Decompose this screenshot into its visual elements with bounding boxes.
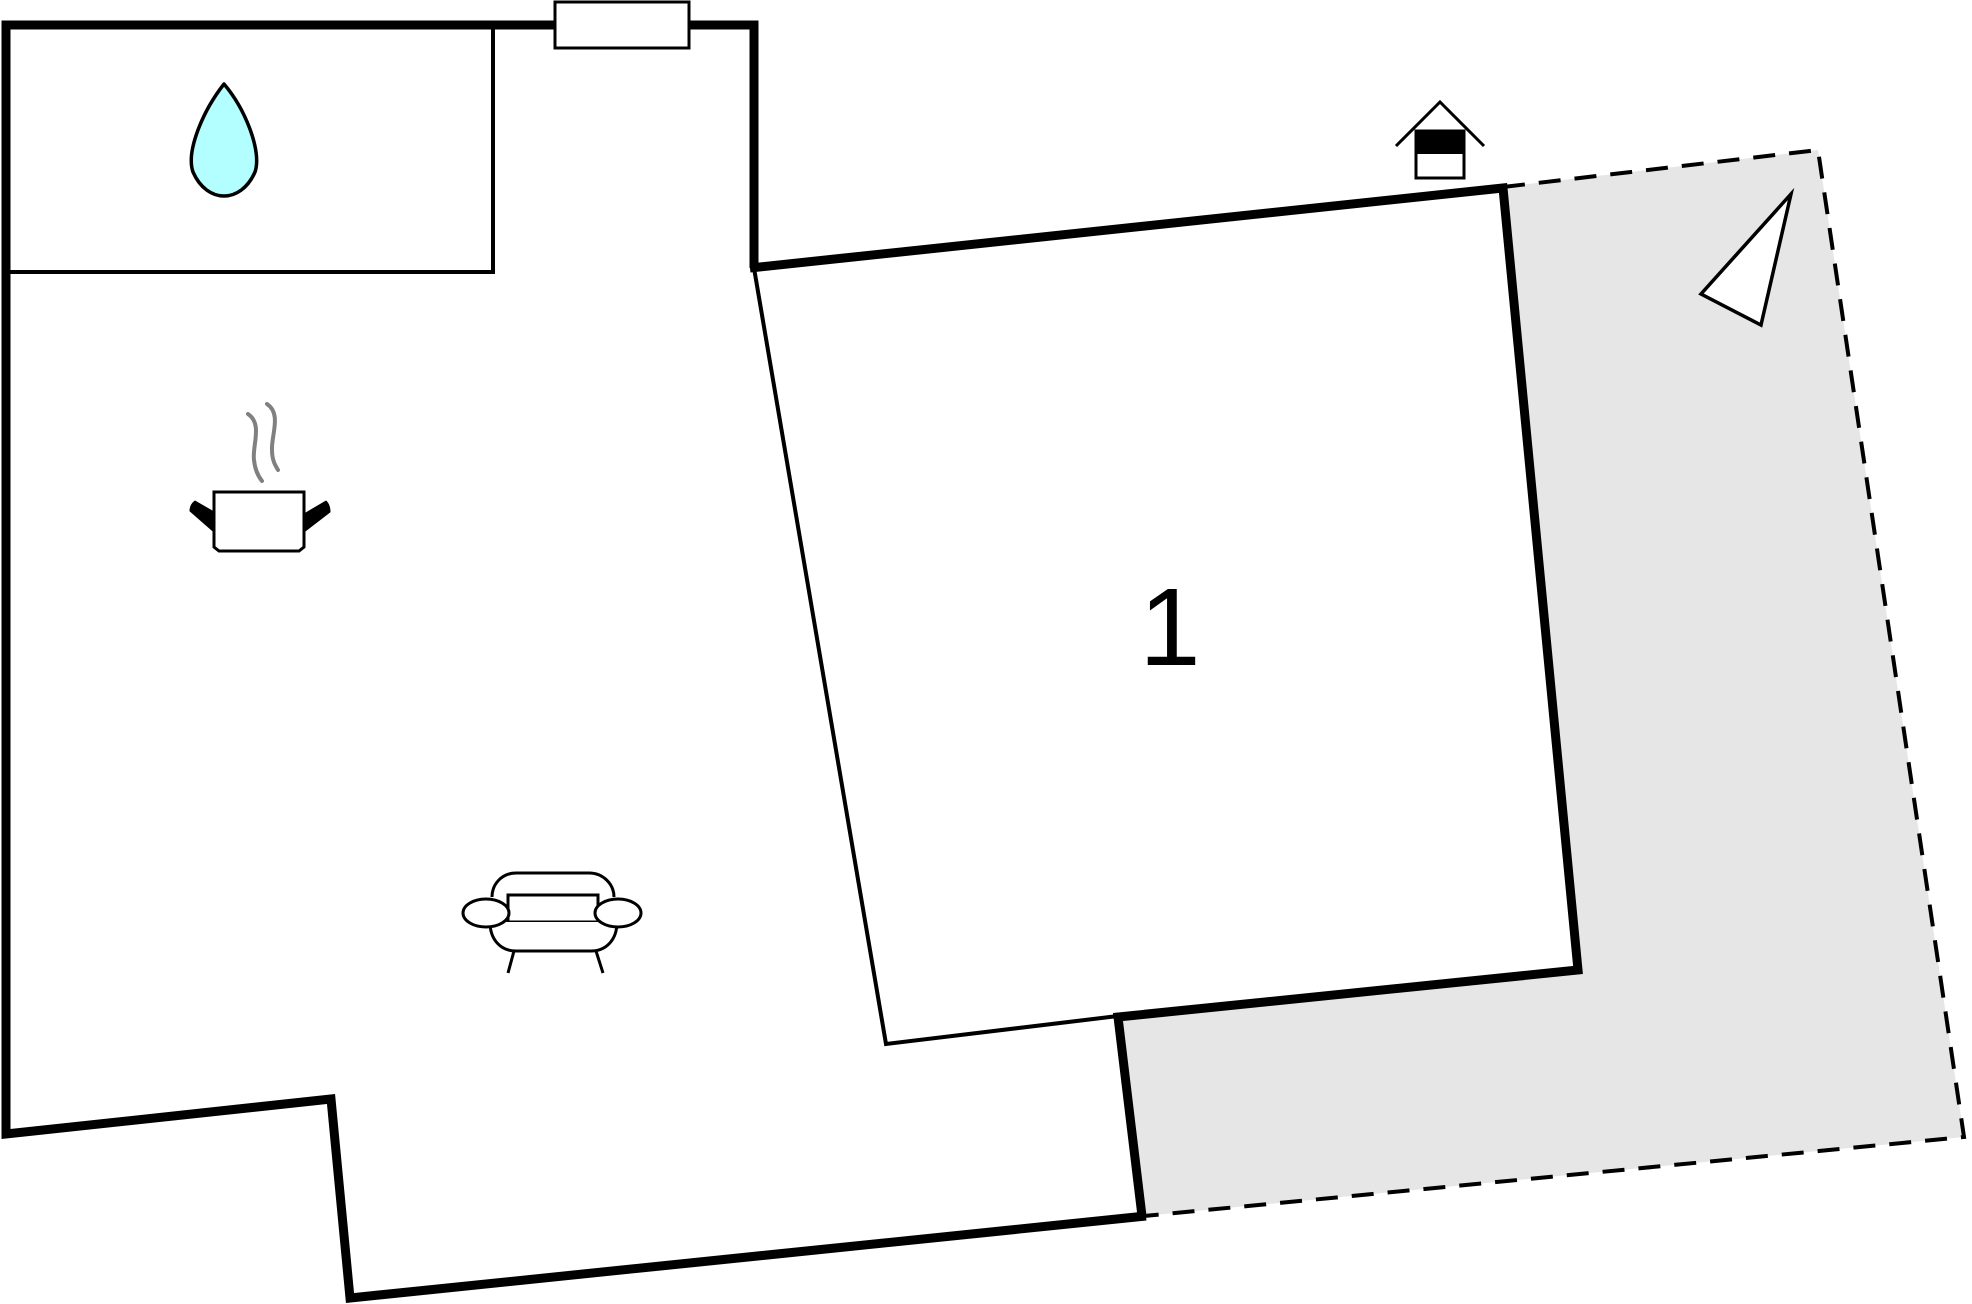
water-drop-icon	[189, 82, 259, 198]
room-1-walls	[749, 183, 1583, 1217]
terrace-fill	[1118, 150, 1964, 1216]
north-arrow-icon	[1698, 187, 1795, 328]
terrace	[1118, 147, 1967, 1218]
window	[553, 0, 691, 50]
sofa-icon	[461, 871, 643, 974]
bathroom-wall	[6, 25, 495, 274]
main-living-area	[1, 20, 1147, 1303]
entrance-icon	[1394, 99, 1486, 180]
terrace-dashed-border	[1143, 147, 1967, 1218]
cooking-pot-icon	[189, 402, 331, 553]
room-1-number: 1	[1139, 566, 1200, 689]
room-1: 1	[749, 183, 1583, 1217]
bathroom	[6, 25, 495, 274]
inner-wall-room1-west	[752, 267, 1119, 1047]
outer-wall-main	[1, 20, 1147, 1303]
